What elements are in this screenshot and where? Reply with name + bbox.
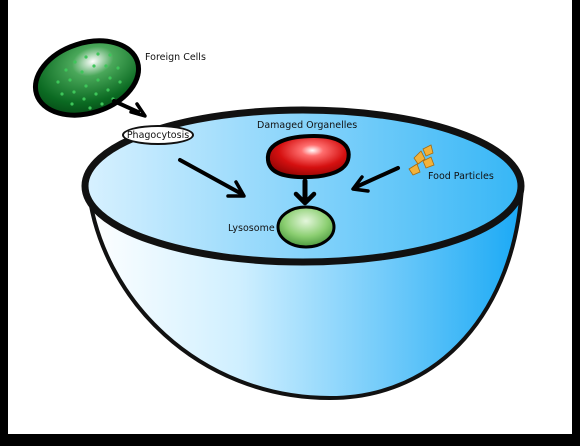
arrow-food-to-lysosome [351,166,400,193]
label-lysosome: Lysosome [228,223,275,234]
lysosome-icon [276,205,336,249]
label-food-particles: Food Particles [428,171,494,182]
foreign-cell-dots [56,52,122,110]
arrow-foreign-to-phagocytosis [112,99,147,118]
damaged-organelle-icon [265,133,351,180]
foreign-cell-icon [32,38,142,118]
label-foreign-cells: Foreign Cells [145,52,206,63]
arrow-organelle-to-lysosome [293,178,317,206]
food-particles-icon [408,144,435,176]
arrow-phagocytosis-to-lysosome [178,158,246,198]
label-damaged-organelles: Damaged Organelles [257,120,358,131]
phagocytosis-bubble: Phagocytosis [122,125,194,145]
label-phagocytosis: Phagocytosis [126,129,190,141]
